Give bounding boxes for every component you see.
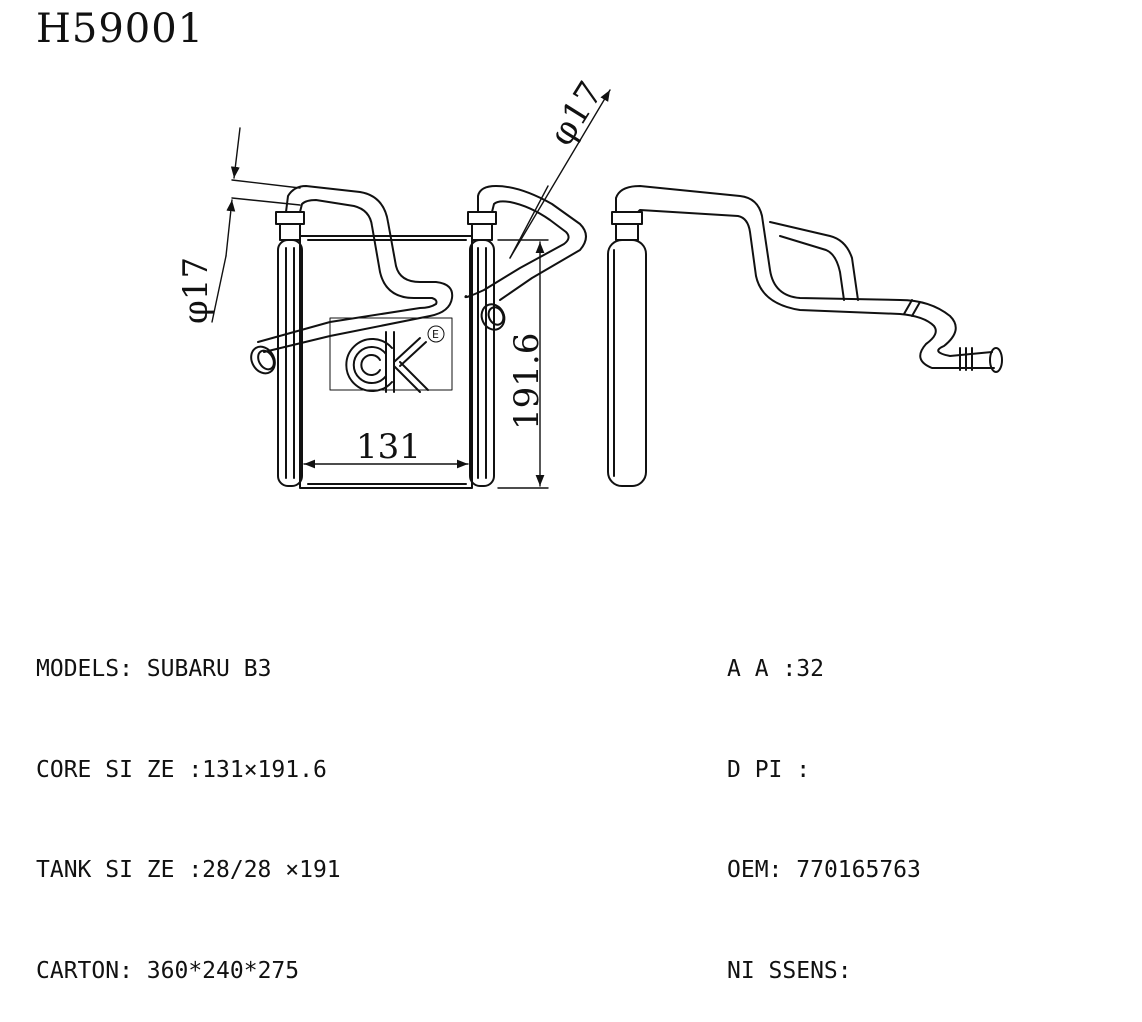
- ck-logo: [329, 317, 453, 393]
- spec-carton: CARTON: 360*240*275: [36, 957, 300, 984]
- dimension-lines: [211, 89, 611, 489]
- spec-core-size: CORE SI ZE :131×191.6: [36, 756, 327, 783]
- heater-core-body: [299, 235, 473, 489]
- side-pipe: [615, 185, 993, 357]
- spec-aa: A A :32: [727, 656, 824, 682]
- part-number-title: H59001: [36, 6, 205, 52]
- left-tank: [277, 239, 303, 487]
- spec-models: MODELS: SUBARU B3: [36, 656, 272, 682]
- dimension-right-diameter: φ17: [542, 75, 611, 153]
- spec-tank-size: TANK SI ZE :28/28 ×191: [36, 857, 341, 883]
- logo-registered-mark: E: [432, 328, 439, 341]
- front-view: [250, 185, 587, 489]
- specs-right: A A :32 D PI : OEM: 770165763 NI SSENS:: [727, 586, 921, 1022]
- specs-left: MODELS: SUBARU B3 CORE SI ZE :131×191.6 …: [36, 586, 341, 1022]
- spec-oem: OEM: 770165763: [727, 857, 921, 883]
- spec-nissens: NI SSENS:: [727, 957, 852, 984]
- side-view: [607, 185, 1003, 487]
- left-outlet-pipe: [263, 185, 454, 353]
- dimension-left-diameter: φ17: [176, 257, 216, 324]
- heater-core-drawing: φ17 φ17 191.6 131 E: [176, 75, 1003, 489]
- spec-dpi: D PI :: [727, 756, 811, 783]
- right-outlet-pipe: [477, 185, 587, 301]
- right-tank: [469, 239, 495, 487]
- dimension-core-width: 131: [356, 427, 421, 467]
- dimension-core-height: 191.6: [507, 333, 547, 430]
